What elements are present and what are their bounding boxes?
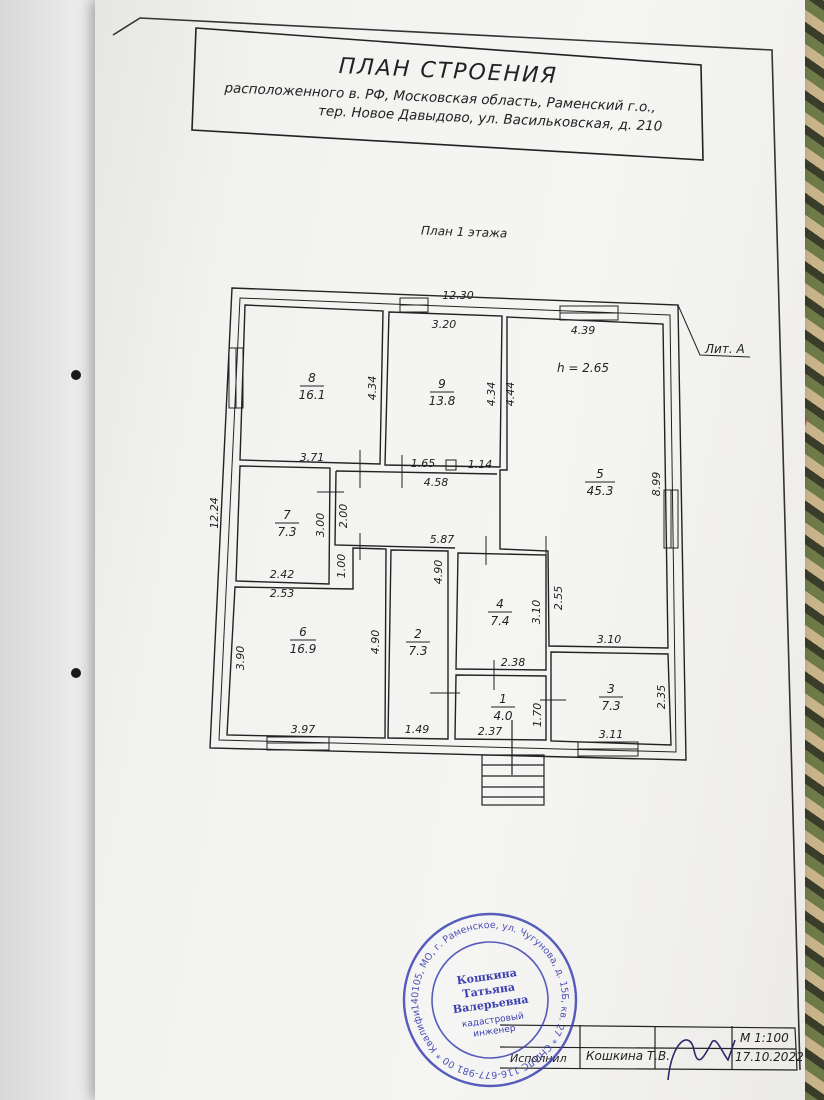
dim-r6-gap: 1.00 bbox=[335, 554, 348, 579]
room-area: 7.4 bbox=[490, 614, 509, 628]
lit-leader bbox=[677, 304, 751, 358]
room-number: 6 bbox=[299, 625, 307, 639]
room-label-2: 2 7.3 bbox=[406, 627, 430, 658]
dim-overall-height: 12.24 bbox=[208, 497, 221, 529]
room-label-8: 8 16.1 bbox=[299, 371, 326, 402]
room-area: 4.0 bbox=[493, 709, 512, 723]
room-1 bbox=[454, 674, 547, 741]
dimension-labels: 12.30 12.24 3.71 4.34 3.20 4.34 4.39 4.4… bbox=[208, 289, 668, 741]
room-number: 2 bbox=[414, 627, 422, 641]
dim-hall-v: 2.00 bbox=[337, 504, 350, 529]
room-area: 7.3 bbox=[601, 699, 620, 713]
dim-r4-h: 3.10 bbox=[530, 600, 543, 625]
stamp: 140105, МО, г. Раменское, ул. Чугунова, … bbox=[0, 0, 580, 1100]
door-marks bbox=[317, 450, 566, 701]
dim-r1-w: 2.37 bbox=[478, 725, 503, 738]
dim-r7-w: 2.42 bbox=[270, 568, 295, 581]
room-4 bbox=[455, 552, 547, 671]
date-label: 17.10.2022 bbox=[735, 1050, 804, 1064]
floor-label: План 1 этажа bbox=[421, 224, 508, 241]
dim-r5-top: 4.39 bbox=[571, 324, 596, 337]
room-number: 9 bbox=[438, 377, 446, 391]
dim-r6-top: 2.53 bbox=[270, 587, 295, 600]
room-label-4: 4 7.4 bbox=[488, 597, 512, 628]
room-area: 7.3 bbox=[408, 644, 427, 658]
dim-r3-h: 2.35 bbox=[655, 685, 668, 710]
author-name: Кошкина Т.В. bbox=[586, 1049, 670, 1063]
room-6 bbox=[226, 547, 387, 739]
dim-r5-left: 4.44 bbox=[504, 382, 517, 407]
dim-r8-h: 4.34 bbox=[366, 376, 379, 401]
dim-r7-h: 3.00 bbox=[314, 513, 327, 538]
lit-label: Лит. А bbox=[704, 342, 745, 356]
room-2 bbox=[387, 549, 449, 740]
dim-hall-b: 1.14 bbox=[468, 458, 493, 471]
role-abbr: Исполнил bbox=[510, 1052, 567, 1065]
dim-hall-a: 1.65 bbox=[411, 457, 436, 470]
room-label-3: 3 7.3 bbox=[599, 682, 623, 713]
title-box bbox=[191, 27, 704, 161]
height-label: h = 2.65 bbox=[557, 361, 609, 375]
dim-r6-bottom: 3.97 bbox=[291, 723, 316, 736]
dim-r8-w: 3.71 bbox=[300, 451, 325, 464]
dim-hall-h: 5.87 bbox=[430, 533, 455, 546]
room-number: 5 bbox=[596, 467, 604, 481]
dim-r2-h: 4.90 bbox=[432, 560, 445, 585]
binder-hole bbox=[71, 668, 81, 678]
signature bbox=[667, 1039, 736, 1081]
dim-r6-left: 3.90 bbox=[234, 646, 247, 671]
dim-r3-w: 3.11 bbox=[599, 728, 624, 741]
room-number: 7 bbox=[283, 508, 291, 522]
porch-steps bbox=[481, 720, 545, 806]
binder-hole bbox=[71, 370, 81, 380]
dim-hall-c: 4.58 bbox=[424, 476, 449, 489]
stamp-ring-text: 140105, МО, г. Раменское, ул. Чугунова, … bbox=[0, 0, 580, 1100]
hall-wall bbox=[335, 470, 498, 475]
sheet-frame bbox=[112, 17, 801, 1071]
document-page bbox=[71, 0, 805, 1100]
scale-label: М 1:100 bbox=[740, 1031, 789, 1045]
room-number: 3 bbox=[607, 682, 615, 696]
dim-r2-w: 1.49 bbox=[405, 723, 430, 736]
room-5 bbox=[499, 316, 669, 649]
room-3 bbox=[550, 651, 672, 746]
dim-r9-h: 4.34 bbox=[485, 382, 498, 407]
room-label-1: 1 4.0 bbox=[491, 692, 515, 723]
exterior-wall-inner bbox=[218, 297, 677, 753]
room-area: 7.3 bbox=[277, 525, 296, 539]
room-7 bbox=[235, 465, 331, 585]
dim-r1-h: 1.70 bbox=[531, 703, 544, 728]
room-9 bbox=[384, 311, 503, 468]
plan-title: ПЛАН СТРОЕНИЯ bbox=[338, 54, 558, 89]
room-area: 16.1 bbox=[299, 388, 326, 402]
dim-r5-right: 8.99 bbox=[650, 472, 663, 497]
room-label-7: 7 7.3 bbox=[275, 508, 299, 539]
windows bbox=[228, 297, 679, 757]
room-labels: 8 16.1 9 13.8 5 45.3 7 7.3 6 16.9 2 7.3 bbox=[275, 371, 623, 723]
dim-r5-bottom: 3.10 bbox=[597, 633, 622, 646]
room-area: 16.9 bbox=[290, 642, 317, 656]
floor-plan bbox=[209, 287, 751, 806]
room-label-6: 6 16.9 bbox=[290, 625, 317, 656]
hall-wall bbox=[334, 470, 456, 549]
dim-overall-width: 12.30 bbox=[442, 289, 474, 302]
dim-r5-step: 2.55 bbox=[552, 586, 565, 611]
room-label-9: 9 13.8 bbox=[429, 377, 456, 408]
dim-r6-right: 4.90 bbox=[369, 630, 382, 655]
dim-r4-w: 2.38 bbox=[501, 656, 526, 669]
room-area: 45.3 bbox=[587, 484, 614, 498]
exterior-wall bbox=[209, 287, 687, 761]
title-block bbox=[499, 1024, 798, 1071]
dim-r9-w: 3.20 bbox=[432, 318, 457, 331]
room-area: 13.8 bbox=[429, 394, 456, 408]
room-number: 4 bbox=[496, 597, 504, 611]
room-number: 1 bbox=[499, 692, 507, 706]
room-number: 8 bbox=[308, 371, 316, 385]
room-label-5: 5 45.3 bbox=[585, 467, 615, 498]
